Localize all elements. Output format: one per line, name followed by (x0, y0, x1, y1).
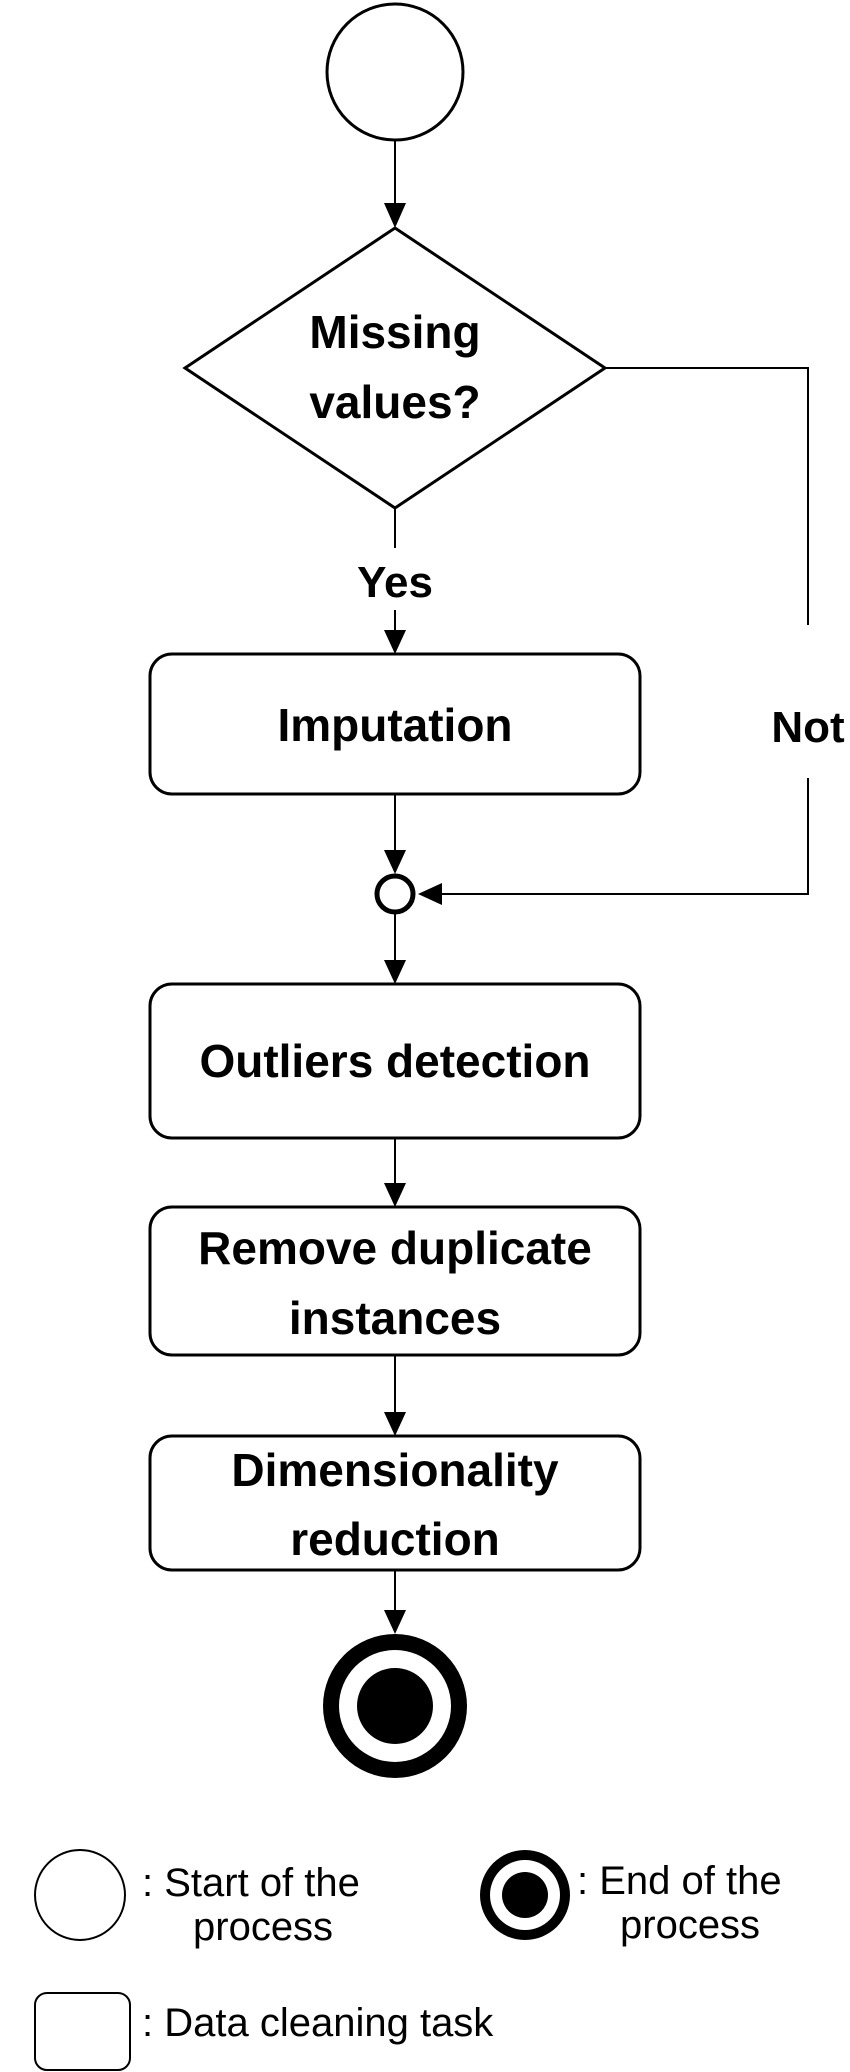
merge-node (374, 873, 416, 915)
arrowhead-duplicates (384, 1183, 406, 1207)
arrowhead-dimensionality (384, 1412, 406, 1436)
imputation-label: Imputation (277, 699, 512, 751)
legend-end-symbol (480, 1850, 570, 1940)
start-node (325, 2, 465, 142)
arrowhead-end (384, 1610, 406, 1634)
edge-not-to-merge (440, 778, 809, 895)
not-label: Not (771, 703, 845, 752)
arrowhead-decision (384, 203, 406, 228)
legend-start-symbol (34, 1849, 126, 1941)
decision-label-line-2: values? (309, 376, 480, 428)
duplicates-label-line-2: instances (289, 1292, 501, 1344)
yes-label: Yes (357, 558, 433, 607)
dimensionality-label-line-1: Dimensionality (231, 1444, 559, 1496)
arrowhead-merge-top (384, 850, 406, 874)
legend-start-label-line-2: process (193, 1905, 333, 1949)
arrowhead-merge-right (418, 883, 442, 905)
end-node (323, 1634, 467, 1778)
legend: : Start of the process : End of the proc… (34, 1849, 782, 2071)
dimensionality-label-line-2: reduction (290, 1513, 500, 1565)
decision-node (182, 226, 608, 510)
legend-end-label-line-1: : End of the (577, 1859, 782, 1903)
legend-task-label: : Data cleaning task (142, 2001, 494, 2045)
end-node-core (357, 1668, 433, 1744)
legend-end-label-line-2: process (620, 1903, 760, 1947)
duplicates-label-line-1: Remove duplicate (198, 1222, 592, 1274)
decision-label-line-1: Missing (309, 306, 480, 358)
legend-start-label-line-1: : Start of the (142, 1861, 360, 1905)
legend-end-symbol-core (502, 1872, 548, 1918)
arrowhead-imputation (384, 630, 406, 654)
legend-task-symbol (34, 1992, 131, 2071)
outliers-label: Outliers detection (199, 1035, 590, 1087)
arrowhead-outliers (384, 960, 406, 984)
edge-decision-not-path (605, 367, 809, 625)
